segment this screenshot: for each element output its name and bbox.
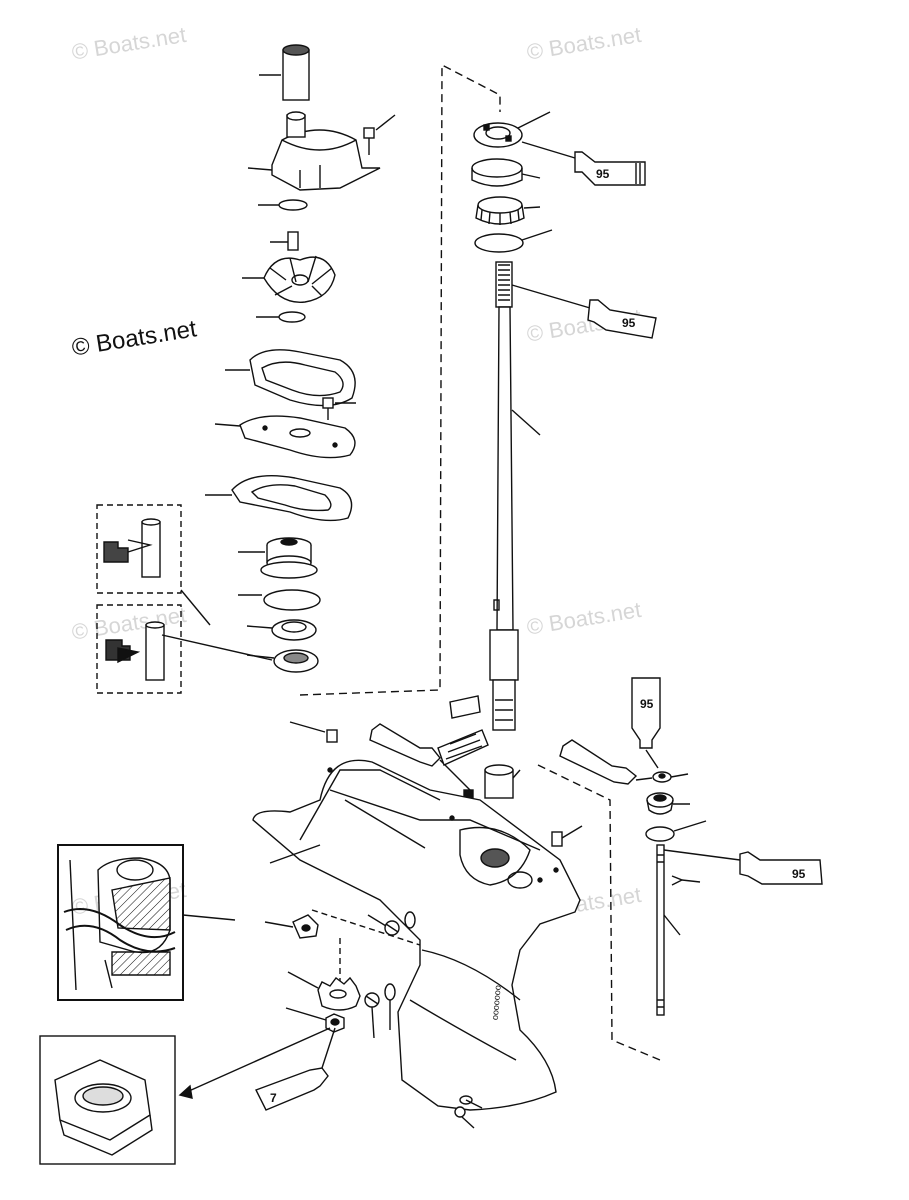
pinion-gear (287, 971, 361, 1011)
svg-text:95: 95 (596, 167, 610, 181)
pin-left (289, 721, 338, 743)
gear-housing: ooooooo (252, 759, 581, 1111)
o-ring-small-1 (258, 199, 308, 211)
driveshaft (489, 261, 541, 731)
drain-screw-2 (367, 914, 400, 936)
svg-text:95: 95 (792, 867, 806, 881)
svg-text:ooooooo: ooooooo (491, 985, 504, 1021)
shift-rod (656, 844, 681, 1016)
pump-gasket (225, 349, 356, 407)
o-ring-small-2 (256, 311, 306, 323)
pump-housing (247, 111, 381, 191)
housing-screw (363, 114, 396, 155)
inset-pinion-detail (57, 844, 236, 1001)
rod-clip (671, 875, 701, 886)
sealant-tube-95-lower: 95 (663, 849, 823, 885)
sealant-tube-95-shaft: 95 (511, 284, 657, 339)
seal-1 (246, 619, 317, 641)
gear-retainer (264, 914, 319, 939)
pinion-nut (285, 1007, 345, 1033)
seal-detail-box-lower (96, 604, 273, 694)
o-ring-shaft (474, 229, 553, 253)
pump-base (238, 537, 318, 579)
o-ring-right (645, 820, 707, 842)
drain-washer-2 (404, 911, 416, 929)
face-plate (214, 415, 356, 459)
tapered-roller-bearing (475, 196, 541, 225)
bushing-small (652, 771, 689, 783)
seal-2 (246, 649, 319, 673)
drain-washer-1 (384, 983, 396, 1030)
svg-text:7: 7 (270, 1091, 277, 1105)
plate-screw (322, 397, 356, 420)
base-gasket (205, 475, 353, 522)
sealant-tube-95-vertical: 95 (631, 677, 661, 769)
pump-sleeve (259, 44, 310, 101)
sealant-tube-7: 7 (255, 1027, 336, 1111)
nut-inset (39, 1027, 331, 1165)
svg-text:95: 95 (622, 316, 636, 330)
impeller (242, 255, 336, 303)
housing-dashed-frame (537, 764, 661, 1061)
sealant-tube-right-mid (559, 739, 653, 785)
seal-cap (646, 792, 690, 815)
bottom-plug (454, 1095, 483, 1129)
pump-dashed-frame (299, 63, 501, 696)
drain-screw-1 (364, 992, 380, 1039)
filter-block (437, 729, 489, 766)
bearing-race (471, 158, 541, 187)
seal-detail-box-upper (96, 504, 211, 626)
sealant-tube-95-top: 95 (521, 141, 646, 186)
o-ring-large (238, 589, 321, 611)
needle-bearing (484, 764, 521, 799)
impeller-key (270, 231, 299, 251)
bearing-cup-flange (473, 111, 551, 148)
pin-right (551, 825, 583, 847)
svg-text:95: 95 (640, 697, 654, 711)
anode-block (449, 695, 481, 719)
